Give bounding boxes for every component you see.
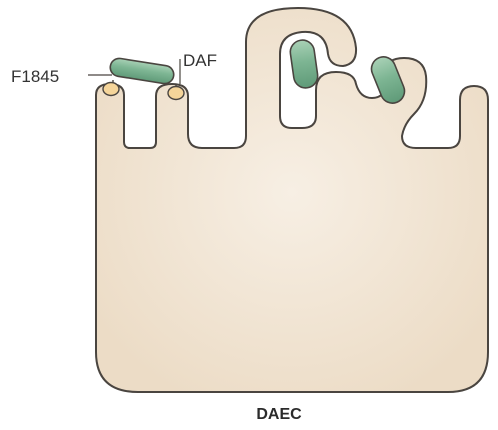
daf-receptor-right	[168, 87, 184, 100]
bacterium-f1845	[109, 57, 175, 85]
bacterium-engulfed-1	[289, 39, 319, 90]
cell-caption: DAEC	[256, 406, 302, 423]
adhesin-label: F1845	[11, 67, 59, 86]
daf-receptor-left	[103, 83, 119, 96]
receptor-label: DAF	[183, 51, 217, 70]
